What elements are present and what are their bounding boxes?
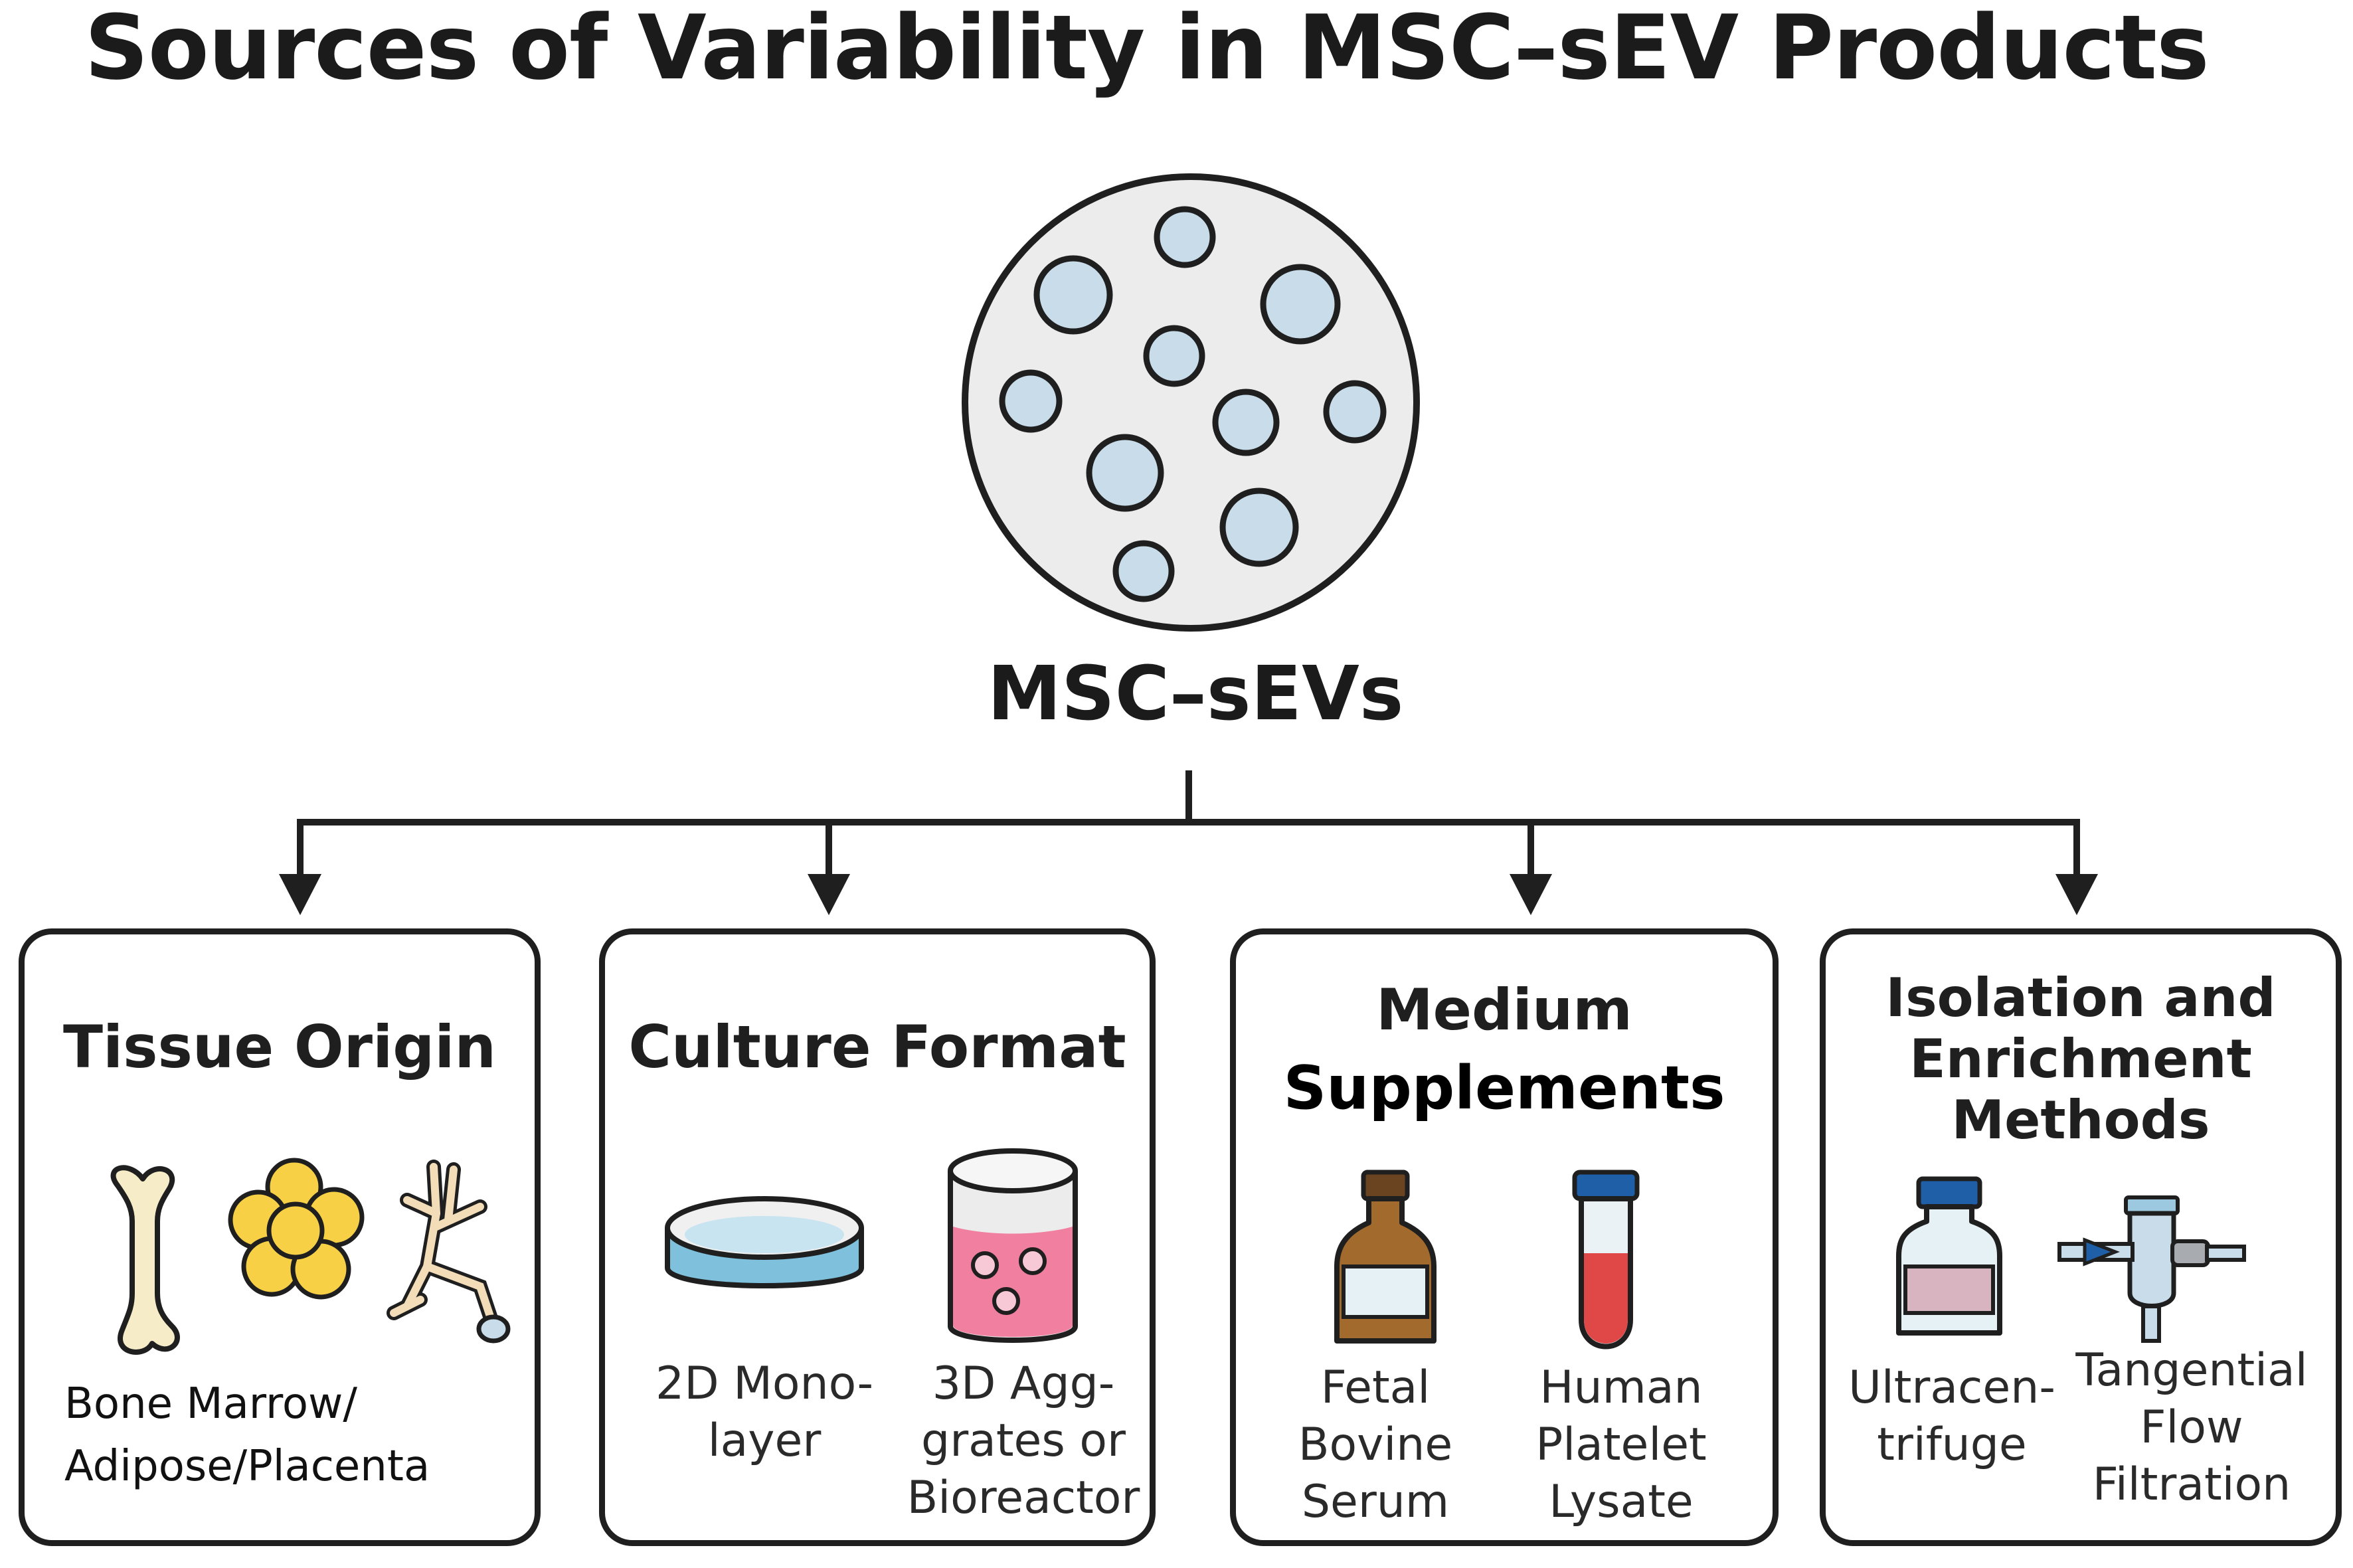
culture-item-3d: 3D Agg- grates or Bioreactor — [897, 1355, 1150, 1527]
tff-filter-icon — [2057, 1195, 2246, 1343]
box-title: Supplements — [1283, 1053, 1725, 1123]
caption-line: Human — [1539, 1361, 1703, 1414]
box-title: Methods — [1951, 1089, 2210, 1151]
culture-item-2d: 2D Mono- layer — [645, 1355, 884, 1470]
caption-line: layer — [707, 1415, 822, 1467]
culture-format-box: Culture Format 2D Mono- layer 3D Agg- gr… — [599, 928, 1156, 1546]
method-item-ultracentrifuge: Ultracen- trifuge — [1839, 1359, 2065, 1474]
caption-line: grates or — [921, 1415, 1126, 1467]
bone-icon — [110, 1165, 180, 1355]
tissue-origin-box: Tissue Origin — [19, 928, 541, 1546]
platelet-tube-icon — [1572, 1170, 1640, 1350]
caption-line: 3D Agg- — [932, 1357, 1115, 1410]
box-title: Tissue Origin — [62, 1013, 497, 1081]
placenta-vessels-icon — [387, 1160, 511, 1344]
box-title: Isolation and — [1885, 967, 2276, 1029]
arrow-down-icon — [808, 874, 850, 915]
caption-line: Bovine — [1298, 1419, 1453, 1471]
box-title: Medium — [1376, 977, 1632, 1043]
tree-connectors — [297, 770, 2080, 877]
caption-line: Ultracen- — [1848, 1361, 2055, 1414]
method-item-tff: Tangential Flow Filtration — [2055, 1342, 2328, 1514]
center-label: MSC–sEVs — [987, 651, 1404, 737]
bioreactor-beaker-icon — [948, 1148, 1078, 1343]
arrow-down-icon — [1510, 874, 1552, 915]
caption-line: Flow — [2140, 1401, 2243, 1454]
vesicle-dish-icon — [962, 173, 1420, 632]
adipose-cells-icon — [228, 1158, 365, 1300]
ultracentrifuge-vial-icon — [1896, 1176, 2002, 1336]
caption-line: Bone Marrow/ — [64, 1379, 357, 1429]
caption-line: Bioreactor — [907, 1472, 1140, 1524]
supplement-item-hpl: Human Platelet Lysate — [1495, 1359, 1747, 1531]
arrowheads — [279, 874, 2098, 915]
serum-bottle-icon — [1334, 1170, 1437, 1344]
box-title: Enrichment — [1909, 1028, 2252, 1090]
caption-line: Serum — [1301, 1476, 1450, 1528]
arrow-down-icon — [279, 874, 321, 915]
caption-line: Lysate — [1549, 1476, 1694, 1528]
caption-line: 2D Mono- — [655, 1357, 873, 1410]
petri-dish-icon — [665, 1196, 864, 1288]
caption-line: trifuge — [1877, 1419, 2027, 1471]
box-title: Culture Format — [628, 1013, 1126, 1081]
tissue-origin-caption: Bone Marrow/ Adipose/Placenta — [64, 1373, 543, 1498]
caption-line: Platelet — [1535, 1419, 1707, 1471]
caption-line: Adipose/Placenta — [64, 1442, 430, 1491]
caption-line: Filtration — [2092, 1458, 2291, 1511]
arrow-down-icon — [2055, 874, 2098, 915]
supplement-item-fbs: Fetal Bovine Serum — [1263, 1359, 1488, 1531]
medium-supplements-box: Medium Supplements Fetal Bovine Serum Hu… — [1230, 928, 1779, 1546]
caption-line: Tangential — [2075, 1344, 2308, 1397]
caption-line: Fetal — [1320, 1361, 1431, 1414]
isolation-methods-box: Isolation and Enrichment Methods Ultrace… — [1820, 928, 2342, 1546]
page-title: Sources of Variability in MSC–sEV Produc… — [84, 0, 2210, 100]
